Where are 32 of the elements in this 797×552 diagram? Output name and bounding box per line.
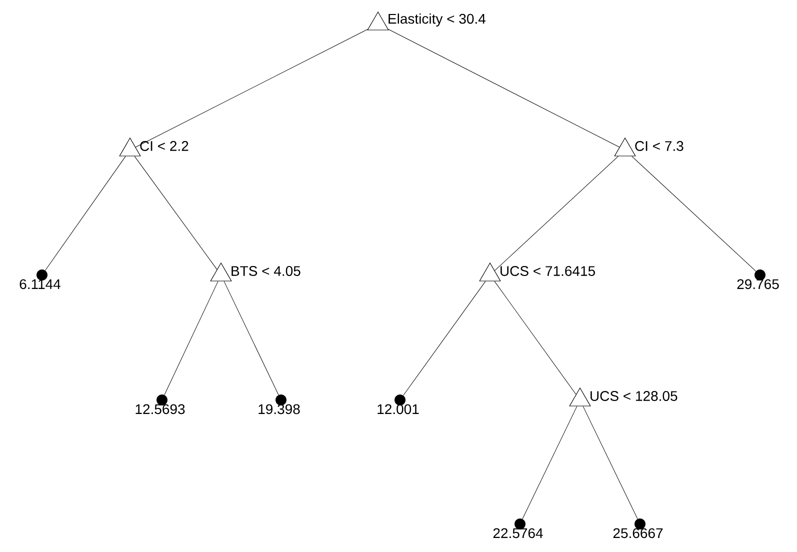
branch-line: [582, 406, 638, 520]
leaf-node: 29.765: [737, 270, 779, 290]
leaf-node: 12.5693: [136, 394, 185, 414]
branch-line: [632, 156, 756, 272]
node-label: 19.398: [258, 404, 300, 414]
branch-line: [224, 281, 279, 396]
leaf-node: 19.398: [258, 394, 300, 414]
branch-line: [164, 281, 218, 396]
node-label: 22.5764: [493, 528, 543, 538]
leaf-node: 22.5764: [493, 518, 543, 538]
node-label: CI < 7.3: [635, 141, 684, 151]
leaf-node: 12.001: [378, 394, 419, 414]
branch-line: [494, 156, 618, 271]
branch-line: [522, 406, 578, 520]
leaf-node: 25.6667: [613, 518, 663, 538]
branch-line: [135, 28, 368, 148]
branch-line: [134, 156, 218, 270]
leaf-node: 6.1144: [20, 270, 60, 290]
branch-line: [494, 281, 576, 395]
node-label: 6.1144: [20, 279, 60, 290]
node-label: 29.765: [737, 279, 779, 290]
node-label: 12.001: [378, 404, 419, 414]
node-label: CI < 2.2: [140, 141, 188, 151]
node-label: Elasticity < 30.4: [388, 13, 486, 27]
node-label: UCS < 71.6415: [500, 266, 595, 276]
branch-line: [45, 156, 126, 271]
node-label: BTS < 4.05: [232, 266, 300, 276]
branch-line: [388, 29, 620, 148]
node-label: UCS < 128.05: [590, 391, 678, 401]
node-label: 12.5693: [136, 404, 185, 414]
branch-line: [403, 281, 486, 396]
node-label: 25.6667: [613, 528, 663, 538]
